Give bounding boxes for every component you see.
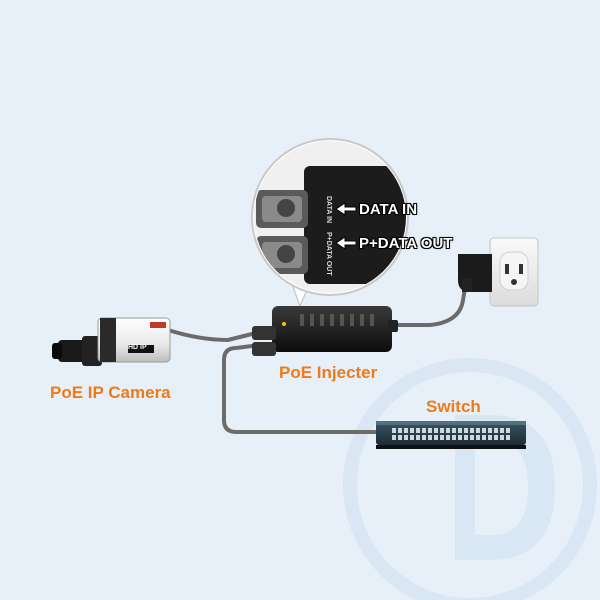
switch-port xyxy=(458,435,462,440)
switch-port xyxy=(440,435,444,440)
network-switch xyxy=(376,421,526,449)
switch-port xyxy=(404,435,408,440)
switch-port xyxy=(422,428,426,433)
power-plug xyxy=(458,254,492,292)
camera-badge: HD IP xyxy=(128,344,147,351)
injector-label: PoE Injecter xyxy=(279,363,378,382)
switch-port xyxy=(398,435,402,440)
poe-injector xyxy=(252,306,398,356)
injector-port-in xyxy=(252,326,276,340)
switch-port xyxy=(434,428,438,433)
switch-port xyxy=(398,428,402,433)
switch-port xyxy=(476,428,480,433)
switch-port xyxy=(416,435,420,440)
switch-port xyxy=(482,428,486,433)
power-cable xyxy=(390,280,468,327)
camera-label: PoE IP Camera xyxy=(50,383,171,402)
injector-port-out xyxy=(252,342,276,356)
switch-port xyxy=(464,428,468,433)
injector-closeup xyxy=(304,166,406,284)
switch-port xyxy=(410,428,414,433)
pdata-out-label: P+DATA OUT xyxy=(359,235,453,252)
switch-label: Switch xyxy=(426,397,481,416)
switch-port xyxy=(446,435,450,440)
switch-port xyxy=(500,435,504,440)
switch-port xyxy=(506,428,510,433)
switch-port xyxy=(452,435,456,440)
switch-port xyxy=(488,435,492,440)
data-in-arrow-icon xyxy=(335,202,357,216)
switch-port xyxy=(428,428,432,433)
pdata-out-arrow-icon xyxy=(335,236,357,250)
switch-port xyxy=(392,428,396,433)
switch-port xyxy=(482,435,486,440)
switch-port xyxy=(428,435,432,440)
power-outlet xyxy=(489,237,539,307)
camera-to-injector-cable xyxy=(166,328,254,343)
switch-port xyxy=(434,435,438,440)
switch-port xyxy=(470,435,474,440)
switch-to-injector-cable xyxy=(222,344,377,434)
cables xyxy=(166,280,468,434)
switch-port xyxy=(500,428,504,433)
switch-port xyxy=(476,435,480,440)
watermark-logo xyxy=(343,358,597,600)
switch-port xyxy=(446,428,450,433)
data-in-label: DATA IN xyxy=(359,201,418,218)
switch-port xyxy=(470,428,474,433)
switch-port xyxy=(404,428,408,433)
callout-bubble xyxy=(251,138,409,296)
switch-port xyxy=(422,435,426,440)
port-top-label: DATA IN xyxy=(325,196,332,224)
switch-port xyxy=(488,428,492,433)
switch-port xyxy=(506,435,510,440)
switch-port xyxy=(494,428,498,433)
switch-port xyxy=(440,428,444,433)
switch-port xyxy=(464,435,468,440)
callout-arrows xyxy=(335,202,357,250)
switch-port xyxy=(458,428,462,433)
switch-port xyxy=(410,435,414,440)
poe-ip-camera xyxy=(52,317,171,366)
switch-port xyxy=(392,435,396,440)
switch-port xyxy=(452,428,456,433)
switch-port xyxy=(494,435,498,440)
switch-port xyxy=(416,428,420,433)
port-bottom-label: P+DATA OUT xyxy=(325,232,332,276)
